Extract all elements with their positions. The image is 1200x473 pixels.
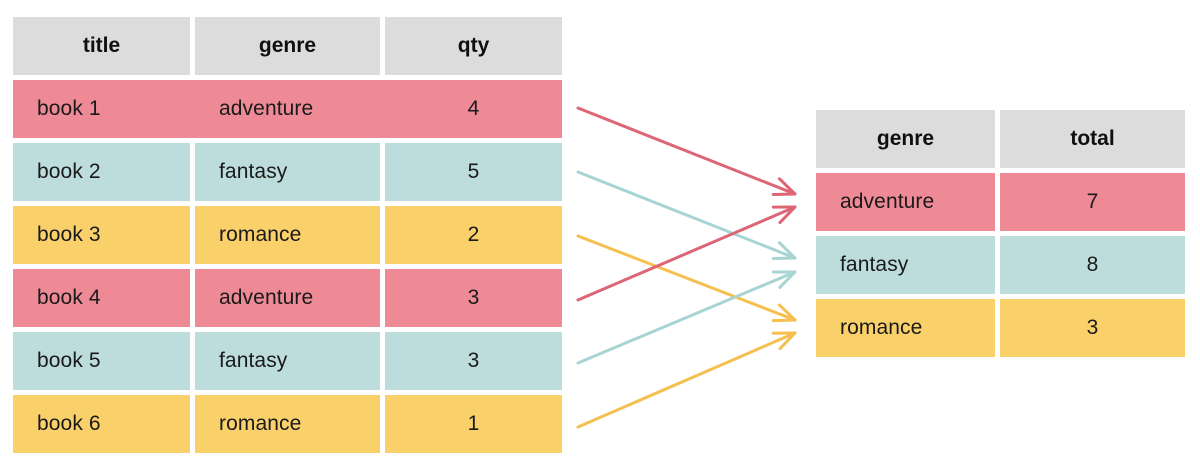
table-row: book 2 fantasy 5 [13, 143, 562, 201]
arrow-head [771, 318, 797, 323]
result-cell-genre: fantasy [816, 236, 995, 294]
result-header-genre: genre [816, 110, 995, 168]
arrow-shaft [576, 332, 795, 429]
source-cell-genre: adventure [195, 269, 380, 327]
source-cell-genre: romance [195, 395, 380, 453]
source-cell-title: book 4 [13, 269, 190, 327]
source-header-title: title [13, 17, 190, 75]
arrow-shaft [576, 271, 795, 365]
source-cell-genre: fantasy [195, 332, 380, 390]
arrow-head [778, 331, 797, 351]
source-cell-title: book 5 [13, 332, 190, 390]
arrow-group [576, 106, 797, 429]
result-cell-total: 7 [1000, 173, 1185, 231]
result-cell-genre: adventure [816, 173, 995, 231]
table-row: fantasy 8 [816, 236, 1185, 294]
result-header-total: total [1000, 110, 1185, 168]
arrow-shaft [576, 234, 795, 321]
source-cell-genre: fantasy [195, 143, 380, 201]
result-cell-total: 8 [1000, 236, 1185, 294]
source-cell-qty: 1 [385, 395, 562, 453]
source-cell-qty: 4 [385, 80, 562, 138]
arrow-head [778, 241, 797, 260]
table-row: book 4 adventure 3 [13, 269, 562, 327]
source-cell-qty: 5 [385, 143, 562, 201]
arrow-head [777, 303, 797, 322]
table-row: romance 3 [816, 299, 1185, 357]
result-table-header-row: genre total [816, 110, 1185, 168]
source-cell-title: book 3 [13, 206, 190, 264]
source-cell-title: book 2 [13, 143, 190, 201]
source-cell-title: book 1 [13, 80, 190, 138]
table-row: book 5 fantasy 3 [13, 332, 562, 390]
arrow-shaft [576, 206, 795, 302]
source-cell-qty: 2 [385, 206, 562, 264]
arrow-shaft [576, 106, 795, 195]
table-row: book 1 adventure 4 [13, 80, 562, 138]
arrow-head [778, 177, 797, 196]
arrow-head [778, 270, 797, 289]
result-cell-genre: romance [816, 299, 995, 357]
table-row: book 3 romance 2 [13, 206, 562, 264]
arrow-head [778, 205, 797, 225]
arrow-shaft [576, 170, 795, 259]
source-cell-genre: adventure [195, 80, 380, 138]
table-row: book 6 romance 1 [13, 395, 562, 453]
result-cell-total: 3 [1000, 299, 1185, 357]
source-header-genre: genre [195, 17, 380, 75]
source-cell-qty: 3 [385, 269, 562, 327]
table-row: adventure 7 [816, 173, 1185, 231]
source-cell-genre: romance [195, 206, 380, 264]
source-cell-qty: 3 [385, 332, 562, 390]
source-table-header-row: title genre qty [13, 17, 562, 75]
source-header-qty: qty [385, 17, 562, 75]
source-cell-title: book 6 [13, 395, 190, 453]
